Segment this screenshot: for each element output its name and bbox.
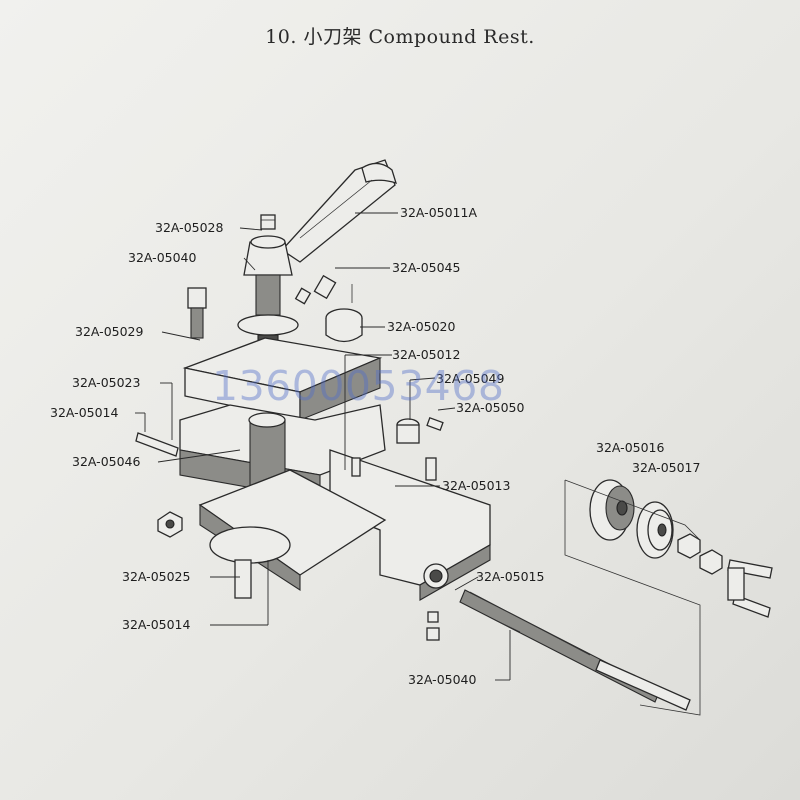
screw-05040-bottom	[426, 611, 440, 641]
page-title: 10. 小刀架 Compound Rest.	[265, 26, 535, 48]
cap-screw	[260, 214, 276, 230]
label-32a-05046: 32A-05046	[72, 454, 141, 469]
label-32a-05014-bottom: 32A-05014	[122, 617, 191, 632]
set-screw-05045	[294, 274, 337, 305]
swivel-base	[198, 469, 387, 599]
label-32a-05020: 32A-05020	[387, 319, 456, 334]
label-32a-05013: 32A-05013	[442, 478, 510, 493]
label-32a-05023: 32A-05023	[72, 375, 140, 390]
leadscrew	[459, 589, 691, 711]
dial-05016	[589, 479, 635, 541]
label-32a-05029: 32A-05029	[75, 324, 144, 339]
tool-post-block	[179, 337, 386, 501]
label-32a-05015: 32A-05015	[476, 569, 544, 584]
label-32a-05040-bottom: 32A-05040	[408, 672, 477, 687]
hex-nut-left	[157, 511, 183, 538]
label-32a-05016: 32A-05016	[596, 440, 665, 455]
pin-05014	[135, 432, 179, 457]
label-32a-05014-left: 32A-05014	[50, 405, 119, 420]
handle-lever	[281, 159, 397, 263]
pin-05020	[325, 284, 363, 343]
label-32a-05045: 32A-05045	[392, 260, 460, 275]
pin-05046	[351, 457, 437, 481]
label-32a-05028: 32A-05028	[155, 220, 224, 235]
label-32a-05012: 32A-05012	[392, 347, 460, 362]
label-32a-05017: 32A-05017	[632, 460, 700, 475]
label-32a-05011a: 32A-05011A	[400, 205, 477, 220]
label-32a-05050: 32A-05050	[456, 400, 525, 415]
bolt-05049	[396, 417, 444, 444]
watermark: 13600053468	[212, 362, 505, 410]
dial-05017	[636, 501, 674, 559]
label-32a-05025: 32A-05025	[122, 569, 190, 584]
bolt-05029	[187, 287, 207, 339]
label-32a-05049: 32A-05049	[436, 371, 505, 386]
label-32a-05040-top: 32A-05040	[128, 250, 197, 265]
leader-lines	[135, 212, 511, 681]
nuts-handle	[677, 533, 773, 618]
